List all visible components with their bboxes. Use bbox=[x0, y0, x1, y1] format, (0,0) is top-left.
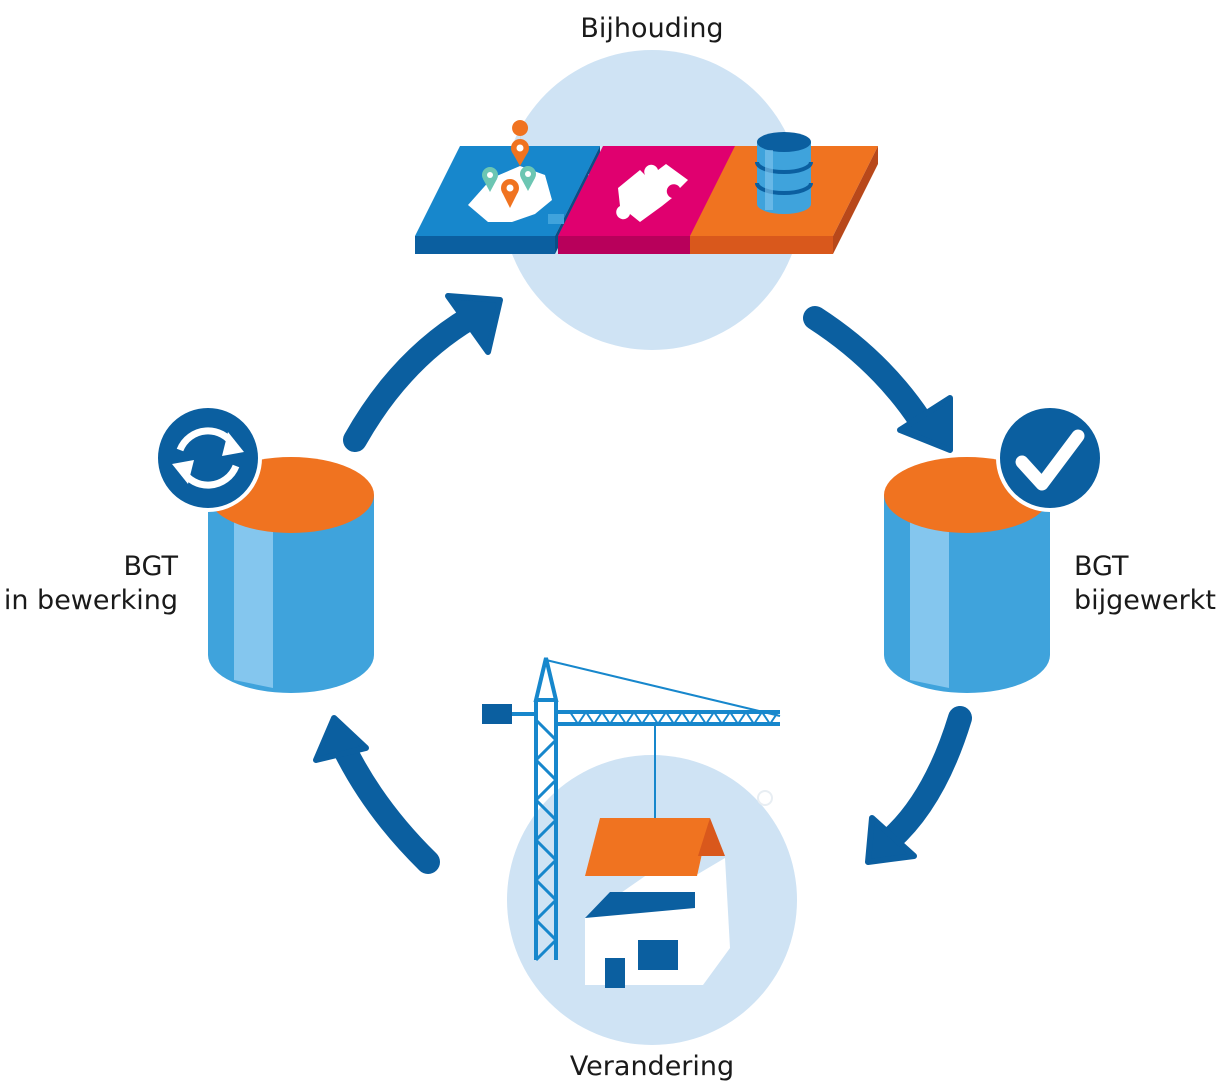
right-node-label-line2: bijgewerkt bbox=[1074, 585, 1216, 616]
puzzle-icon bbox=[616, 164, 688, 222]
arrow-left-to-top bbox=[343, 293, 503, 452]
top-node-tiles bbox=[415, 120, 878, 254]
database-tile bbox=[690, 132, 878, 254]
right-node-label-line1: BGT bbox=[1074, 551, 1129, 582]
checkmark-icon bbox=[996, 404, 1104, 512]
left-node-label-line1: BGT bbox=[123, 551, 178, 582]
refresh-icon bbox=[154, 404, 262, 512]
left-database bbox=[208, 457, 374, 693]
top-node-label: Bijhouding bbox=[580, 13, 724, 44]
left-node-label-line2: in bewerking bbox=[3, 585, 178, 616]
right-node-label: BGT bijgewerkt bbox=[1074, 550, 1224, 618]
arrow-bottom-to-left bbox=[313, 715, 440, 874]
map-pin-icon bbox=[482, 120, 536, 208]
crane-icon bbox=[482, 657, 781, 962]
database-icon bbox=[755, 132, 813, 214]
bottom-node-label: Verandering bbox=[569, 1051, 735, 1082]
small-dot bbox=[757, 790, 773, 806]
house-icon bbox=[585, 818, 730, 988]
right-database bbox=[884, 457, 1050, 693]
arrow-right-to-bottom bbox=[865, 706, 972, 865]
left-node-label: BGT in bewerking bbox=[0, 550, 178, 618]
arrow-top-to-right bbox=[803, 306, 953, 453]
